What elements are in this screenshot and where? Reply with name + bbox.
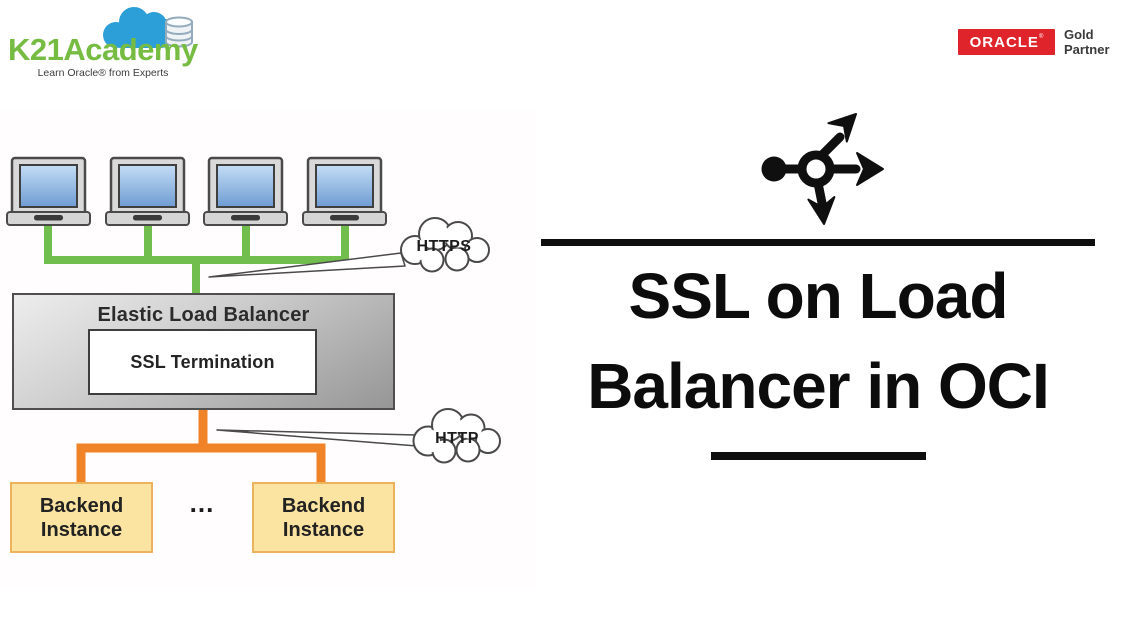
oracle-wordmark: ORACLE	[969, 33, 1039, 51]
backend-label-line2: Instance	[40, 518, 123, 541]
load-balancer-diagram: Elastic Load Balancer SSL Termination Ba…	[0, 110, 536, 588]
partner-tier-line1: Gold	[1064, 27, 1094, 42]
backend-label-line1: Backend	[281, 494, 366, 517]
elastic-load-balancer-box: Elastic Load Balancer SSL Termination	[12, 293, 395, 410]
registered-mark: ®	[1038, 34, 1044, 40]
title-rule-top	[541, 239, 1095, 246]
load-balancer-icon	[761, 113, 884, 225]
ellipsis-dots: ...	[189, 488, 215, 518]
https-label: HTTPS	[416, 238, 472, 255]
cloud-database-icon	[103, 7, 193, 48]
brand-name: K21Academy	[8, 32, 198, 67]
title-line2: Balancer in OCI	[587, 350, 1050, 422]
https-cloud-callout	[208, 217, 490, 278]
page-title: SSL on Load Balancer in OCI	[528, 251, 1108, 431]
lb-icon-arrowheads	[807, 113, 884, 225]
callout-tail	[208, 252, 406, 278]
backend-label-line1: Backend	[39, 494, 124, 517]
title-rule-bottom	[711, 452, 926, 460]
database-icon	[165, 16, 193, 48]
partner-tier-line2: Partner	[1064, 41, 1110, 57]
partner-tier-label: Gold Partner	[1064, 27, 1110, 57]
k21academy-logo: K21Academy Learn Oracle® from Experts	[8, 4, 208, 80]
title-line1: SSL on Load	[628, 260, 1009, 332]
backend-label-line2: Instance	[282, 518, 365, 541]
laptop-icon	[203, 156, 288, 226]
lb-icon-hub-ring	[797, 150, 835, 188]
laptop-icon	[6, 156, 91, 226]
oracle-gold-partner-badge: ORACLE® Gold Partner	[958, 27, 1118, 58]
http-cloud-callout	[216, 408, 501, 464]
laptop-icon	[302, 156, 387, 226]
diagram-shapes	[6, 156, 501, 484]
backend-instance-box: Backend Instance	[252, 482, 395, 553]
lb-icon-source-dot	[761, 156, 787, 182]
cloud-fill	[403, 220, 487, 269]
laptop-icon	[105, 156, 190, 226]
orange-backend-lines	[76, 408, 326, 484]
cloud-fill	[416, 411, 498, 460]
client-laptops	[6, 156, 387, 226]
elb-title: Elastic Load Balancer	[97, 304, 310, 326]
brand-tagline: Learn Oracle® from Experts	[37, 67, 169, 79]
backend-instance-box: Backend Instance	[10, 482, 153, 553]
http-label: HTTP	[435, 430, 479, 447]
ssl-termination-box: SSL Termination	[88, 329, 317, 395]
oracle-logo: ORACLE®	[958, 29, 1055, 55]
